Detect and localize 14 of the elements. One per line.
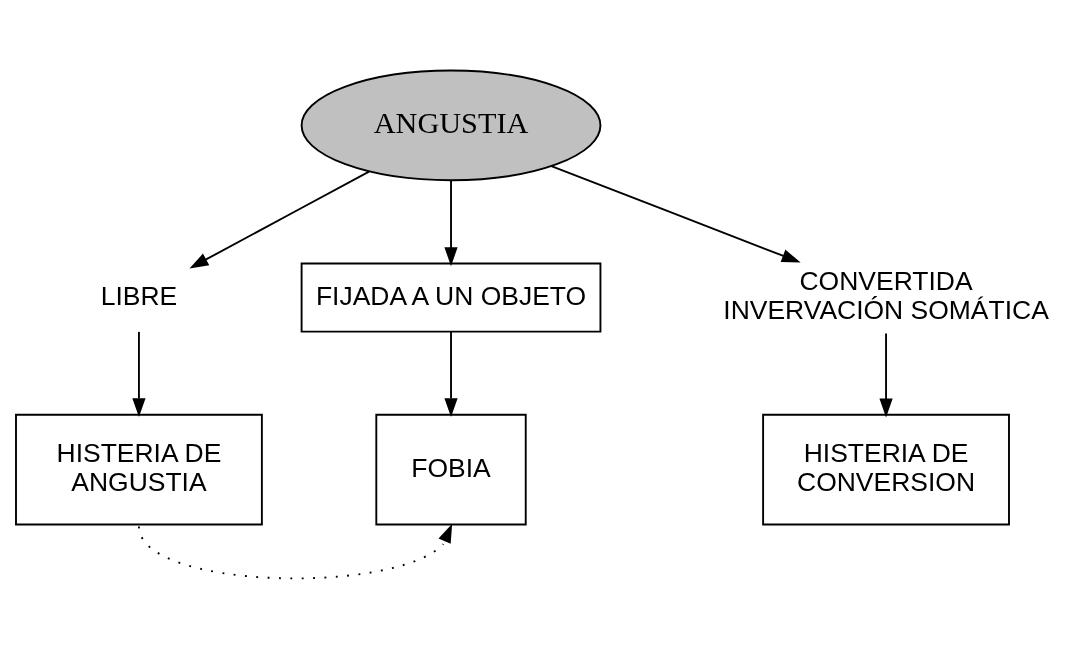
node-box: HISTERIA DE ANGUSTIA [15,413,263,525]
node-box: HISTERIA DE CONVERSION [762,413,1010,525]
arrow [444,330,458,417]
arrow [550,164,801,263]
arrow [444,179,458,266]
arrow [138,523,453,579]
node-ellipse: ANGUSTIA [300,69,602,181]
arrow [132,330,146,417]
arrow [189,170,370,268]
node-box: FOBIA [375,413,527,525]
node-box: FIJADA A UN OBJETO [300,262,602,333]
node-text: LIBRE [100,280,178,311]
node-text: CONVERTIDA INVERVACIÓN SOMÁTICA [723,265,1049,325]
arrow [879,332,893,417]
